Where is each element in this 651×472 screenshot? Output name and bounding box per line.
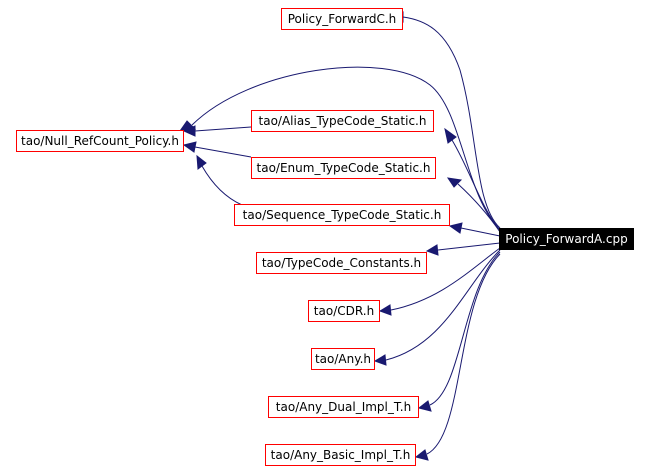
arrowhead-null-refcount-enum xyxy=(182,141,197,153)
arrowhead-alias-typecode xyxy=(444,127,457,144)
edge-sequence-to-null-refcount xyxy=(201,165,243,206)
node-any-basic-impl-t[interactable]: tao/Any_Basic_Impl_T.h xyxy=(265,444,416,466)
edge-to-any-dual-impl xyxy=(429,251,501,406)
arrowhead-any xyxy=(373,354,387,366)
arrowhead-cdr xyxy=(378,304,392,316)
arrowhead-typecode-constants xyxy=(425,244,439,256)
arrowhead-any-dual-impl xyxy=(417,400,432,412)
arrowhead-any-basic-impl xyxy=(414,449,429,461)
edge-to-sequence-typecode xyxy=(460,227,501,237)
node-policy-forwardc[interactable]: Policy_ForwardC.h xyxy=(281,8,403,30)
edge-to-any xyxy=(385,249,501,361)
edge-alias-to-null-refcount xyxy=(194,126,252,132)
edge-to-policy-forwardc xyxy=(402,16,501,229)
node-typecode-constants[interactable]: tao/TypeCode_Constants.h xyxy=(256,252,427,274)
node-any-dual-impl-t[interactable]: tao/Any_Dual_Impl_T.h xyxy=(268,396,419,418)
node-alias-typecode-static[interactable]: tao/Alias_TypeCode_Static.h xyxy=(251,110,434,132)
node-policy-forwarda-cpp: Policy_ForwardA.cpp xyxy=(499,228,634,250)
edge-to-alias-typecode xyxy=(451,139,501,231)
arrowhead-enum-typecode xyxy=(446,177,463,188)
node-enum-typecode-static[interactable]: tao/Enum_TypeCode_Static.h xyxy=(251,157,436,179)
edge-enum-to-null-refcount xyxy=(194,146,252,158)
edge-to-any-basic-impl xyxy=(426,253,501,455)
node-sequence-typecode-static[interactable]: tao/Sequence_TypeCode_Static.h xyxy=(234,204,450,226)
arrowhead-sequence-typecode xyxy=(448,222,463,234)
arrowhead-null-refcount-sequence xyxy=(196,154,207,170)
node-any[interactable]: tao/Any.h xyxy=(311,348,375,370)
node-cdr[interactable]: tao/CDR.h xyxy=(308,300,380,322)
edge-to-cdr xyxy=(390,247,501,311)
edge-to-enum-typecode xyxy=(457,183,501,233)
node-null-refcount-policy[interactable]: tao/Null_RefCount_Policy.h xyxy=(16,130,184,152)
arrowhead-null-refcount-alias xyxy=(182,125,196,137)
edge-to-typecode-constants xyxy=(437,242,501,251)
